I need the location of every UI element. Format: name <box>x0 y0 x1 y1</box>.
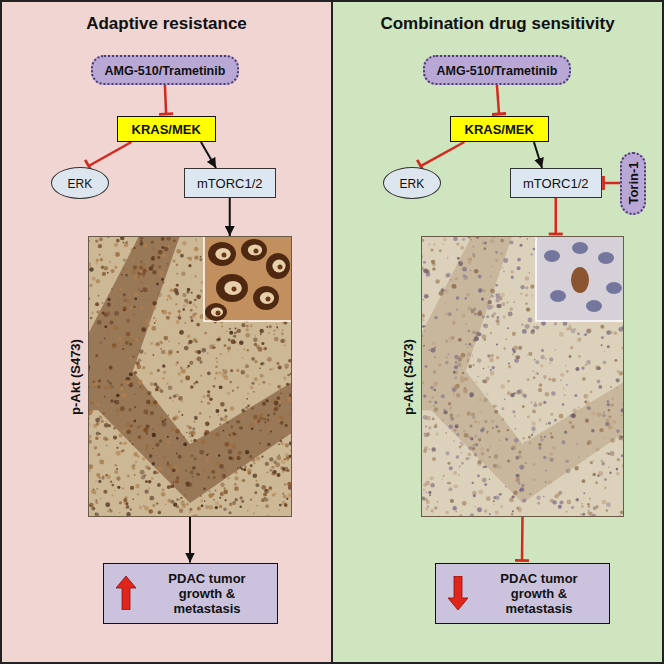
increase-arrow <box>116 576 136 610</box>
inhibition-line <box>492 85 506 115</box>
ihc-micrograph <box>88 236 292 517</box>
activation-arrow <box>190 517 191 563</box>
node-label: AMG-510/Trametinib <box>437 64 558 78</box>
panel: Adaptive resistanceAMG-510/TrametinibKRA… <box>0 0 332 664</box>
node-label: Torin-1 <box>626 161 641 204</box>
activation-arrow <box>229 198 230 236</box>
node-label: ERK <box>400 177 425 191</box>
right-panel-ground <box>332 0 664 664</box>
kras-box: KRAS/MEK <box>117 116 216 142</box>
drug-pill: AMG-510/Trametinib <box>423 55 572 85</box>
node-label: p-Akt (S473) <box>68 339 83 415</box>
node-label: p-Akt (S473) <box>401 339 416 415</box>
kras-box: KRAS/MEK <box>450 116 549 142</box>
drug-pill: AMG-510/Trametinib <box>91 55 240 85</box>
drug-pill: Torin-1 <box>620 152 646 215</box>
erk-ellipse: ERK <box>383 167 442 199</box>
outcome-box: PDAC tumor growth & metastasis <box>103 563 278 624</box>
erk-ellipse: ERK <box>51 167 110 199</box>
activation-arrow <box>534 142 542 168</box>
node-label: mTORC1/2 <box>523 176 589 191</box>
micrographs <box>86 234 626 519</box>
panel-title: Adaptive resistance <box>2 14 331 34</box>
inhibition-line <box>549 198 563 234</box>
node-label: PDAC tumor growth & metastasis <box>478 571 601 616</box>
mtorc-box: mTORC1/2 <box>510 168 602 198</box>
node-label: mTORC1/2 <box>197 176 263 191</box>
activation-arrow <box>201 142 216 168</box>
node-label: ERK <box>68 177 93 191</box>
node-label: KRAS/MEK <box>465 122 534 137</box>
inhibition-line <box>604 176 621 190</box>
panel: Combination drug sensitivityAMG-510/Tram… <box>332 0 664 664</box>
decrease-arrow <box>448 576 468 610</box>
ihc-image: p-Akt (S473) <box>421 236 624 517</box>
ihc-image: p-Akt (S473) <box>88 236 292 517</box>
node-label: PDAC tumor growth & metastasis <box>146 571 269 616</box>
outcome-box: PDAC tumor growth & metastasis <box>435 563 610 624</box>
node-label: KRAS/MEK <box>132 122 201 137</box>
left-panel-ground <box>0 0 332 664</box>
ihc-micrograph <box>421 236 624 517</box>
panel-title: Combination drug sensitivity <box>333 14 662 34</box>
inhibition-line <box>515 517 529 561</box>
mtorc-box: mTORC1/2 <box>184 168 276 198</box>
inhibition-line <box>159 85 173 114</box>
node-label: AMG-510/Trametinib <box>105 64 226 78</box>
